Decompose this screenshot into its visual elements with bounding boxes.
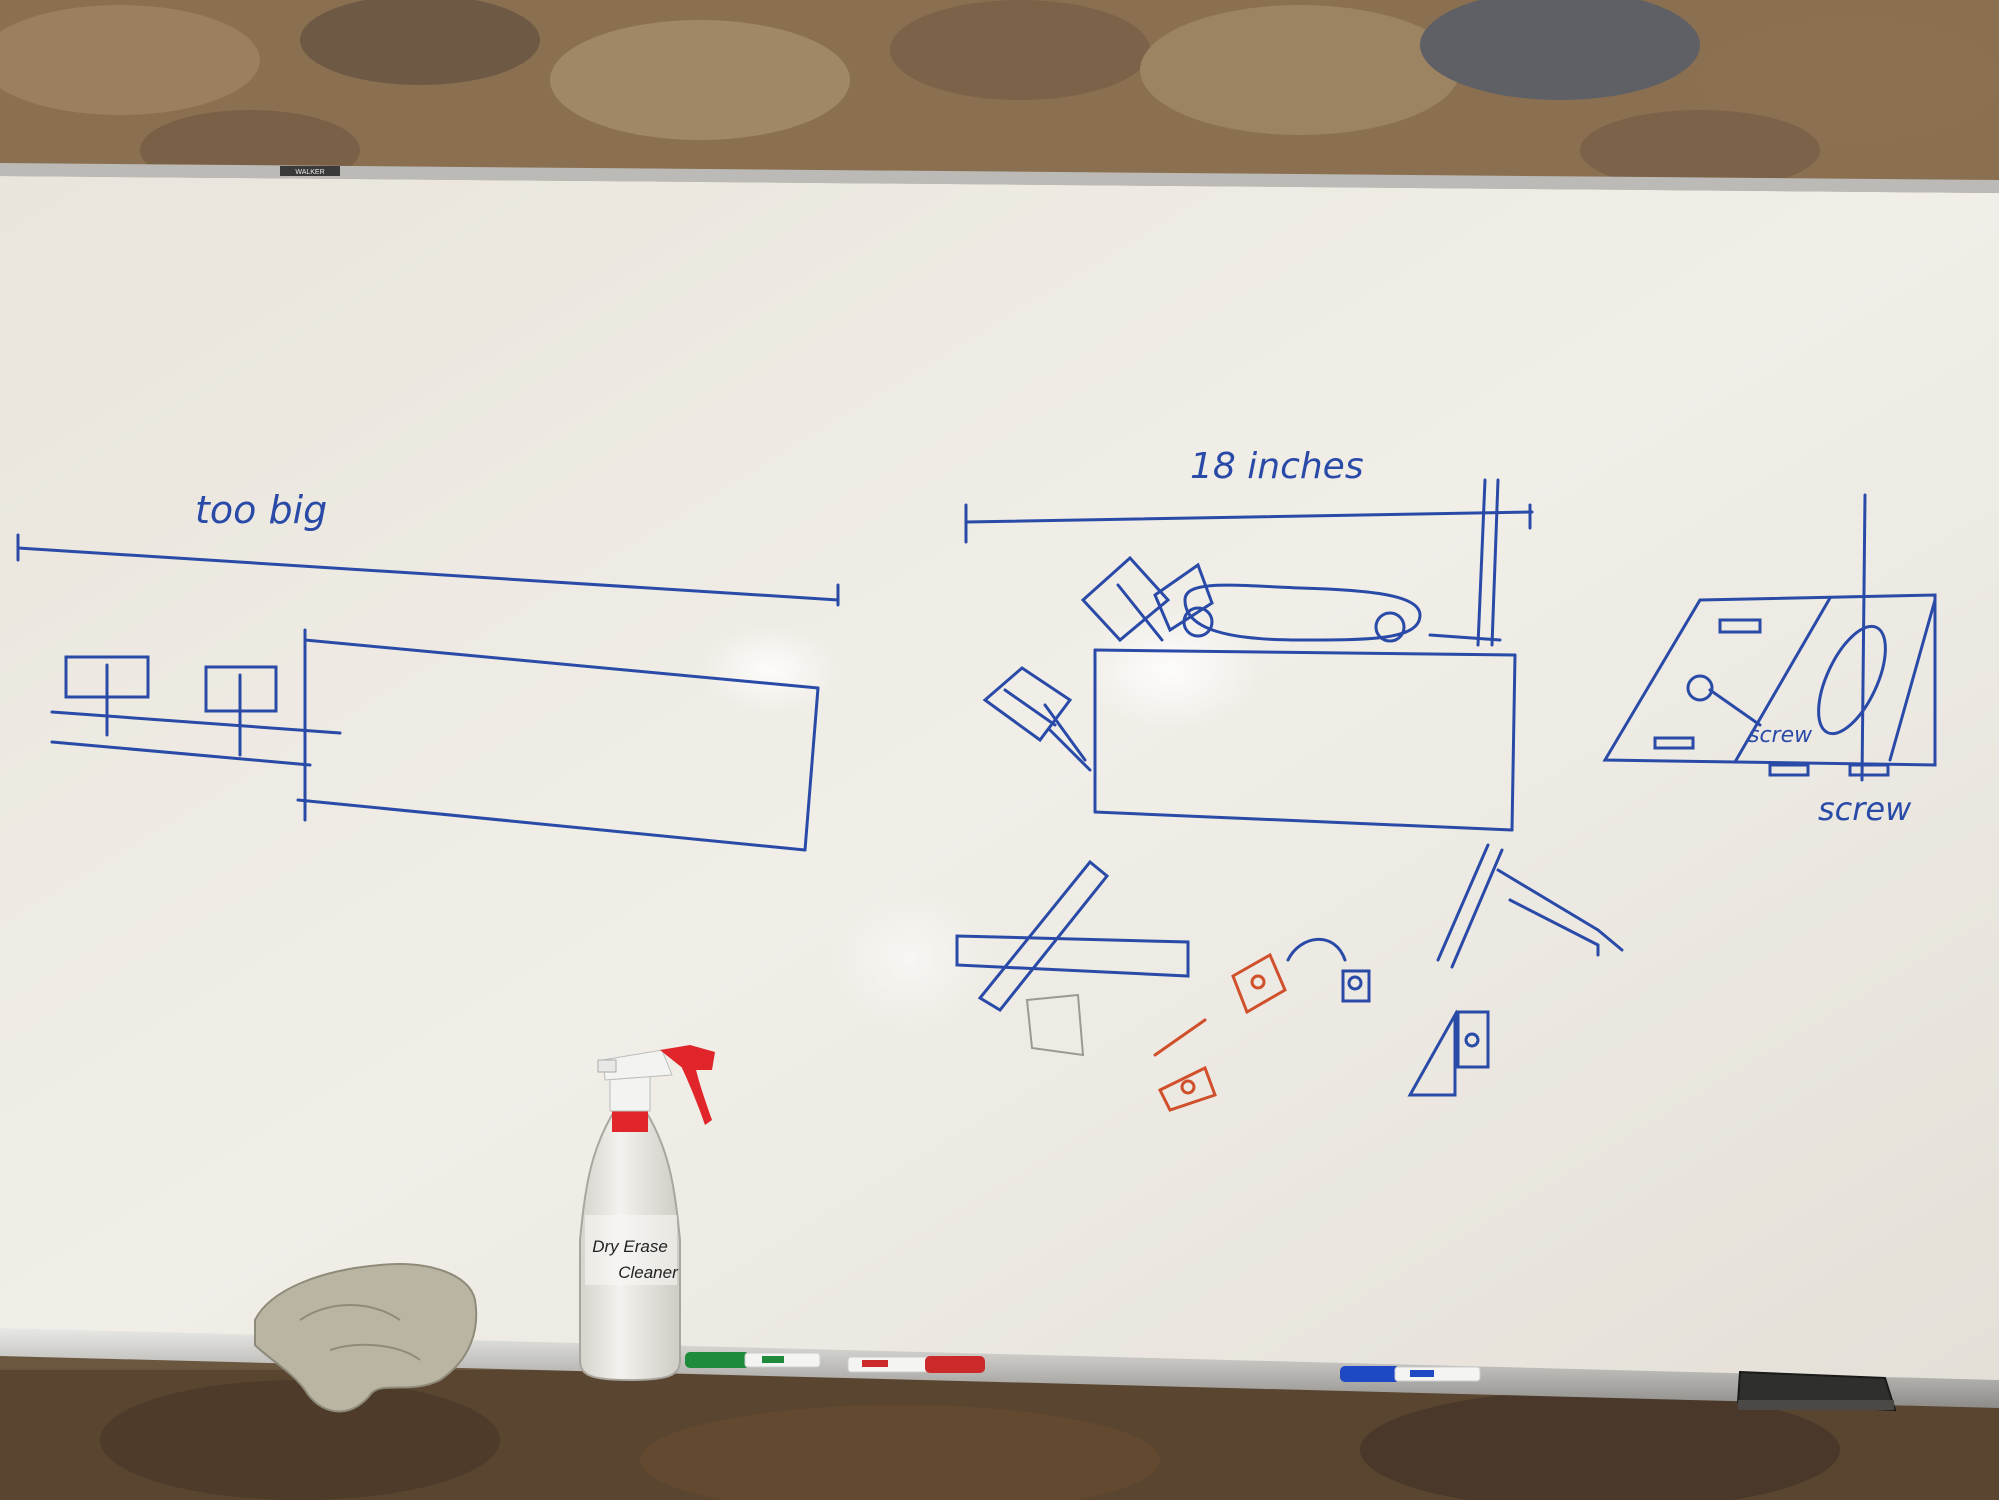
label-screw-small: screw bbox=[1748, 723, 1813, 748]
light-glare bbox=[830, 890, 990, 1030]
blue-marker[interactable] bbox=[1340, 1366, 1481, 1382]
brand-label: WALKER bbox=[295, 169, 324, 176]
marker-tray bbox=[0, 1328, 1999, 1408]
whiteboard-surface bbox=[0, 176, 1999, 1382]
label-18-inches: 18 inches bbox=[1190, 446, 1364, 487]
drawing-18-inches bbox=[955, 478, 1624, 1097]
bottle-label-line2: Cleaner bbox=[618, 1263, 679, 1282]
brand-plate bbox=[280, 166, 340, 176]
bottle-label-panel bbox=[585, 1215, 677, 1285]
label-too-big: too big bbox=[195, 488, 327, 532]
rag[interactable] bbox=[254, 1263, 478, 1413]
light-glare bbox=[700, 625, 840, 715]
faint-sketch bbox=[1025, 993, 1085, 1057]
red-sketch bbox=[1153, 952, 1287, 1112]
drawing-screw bbox=[1602, 493, 1937, 782]
spray-bottle[interactable] bbox=[579, 1045, 715, 1382]
red-marker[interactable] bbox=[847, 1356, 985, 1373]
drawing-too-big bbox=[16, 533, 840, 852]
light-glare bbox=[1080, 610, 1260, 730]
eraser[interactable] bbox=[1736, 1370, 1897, 1412]
bottle-label-line1: Dry Erase bbox=[592, 1237, 668, 1256]
label-screw-large: screw bbox=[1818, 790, 1912, 828]
green-marker[interactable] bbox=[685, 1352, 821, 1368]
board-frame-top bbox=[0, 163, 1999, 193]
